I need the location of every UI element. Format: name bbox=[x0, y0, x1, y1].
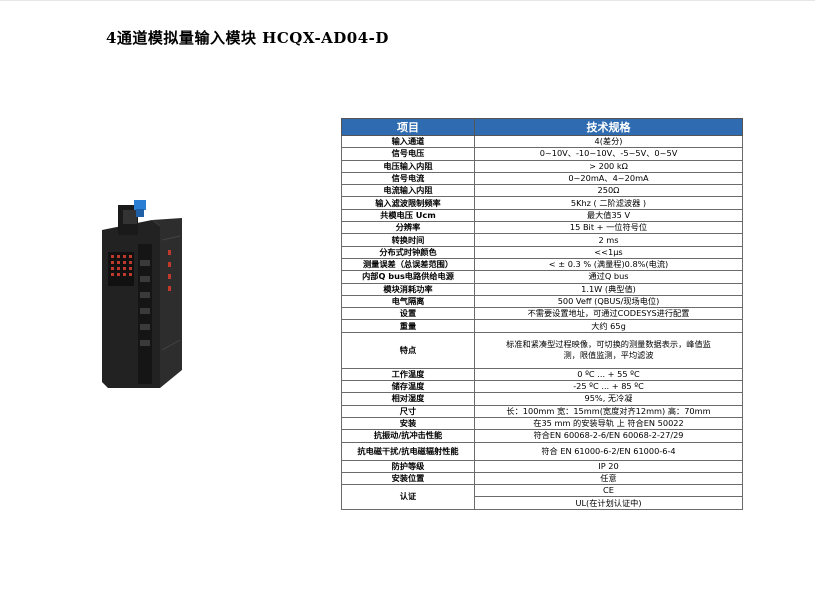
header-item: 项目 bbox=[341, 118, 475, 136]
row-key: 尺寸 bbox=[341, 404, 475, 418]
top-divider bbox=[0, 0, 815, 1]
row-value: 2 ms bbox=[474, 233, 743, 247]
row-key: 相对湿度 bbox=[341, 392, 475, 406]
row-value: 5Khz ( 二阶滤波器 ) bbox=[474, 196, 743, 210]
row-value: <<1μs bbox=[474, 245, 743, 259]
row-key: 电气隔离 bbox=[341, 294, 475, 309]
row-key: 信号电流 bbox=[341, 171, 475, 186]
row-key: 转换时间 bbox=[341, 233, 475, 247]
row-key: 模块消耗功率 bbox=[341, 282, 475, 296]
row-value: 不需要设置地址，可通过CODESYS进行配置 bbox=[474, 307, 743, 321]
table-row: 安装在35 mm 的安装导轨 上 符合EN 50022 bbox=[341, 416, 743, 431]
page-title: 4通道模拟量输入模块 HCQX-AD04-D bbox=[106, 29, 389, 47]
row-key: 分布式时钟颜色 bbox=[341, 245, 475, 259]
table-row: 内部Q bus电路供给电源通过Q bus bbox=[341, 270, 743, 284]
table-row: 分布式时钟颜色<<1μs bbox=[341, 245, 743, 259]
row-key: 储存温度 bbox=[341, 380, 475, 394]
row-value: IP 20 bbox=[474, 459, 743, 473]
row-value: 在35 mm 的安装导轨 上 符合EN 50022 bbox=[474, 416, 743, 431]
row-value: 250Ω bbox=[474, 184, 743, 198]
row-value: 0~20mA、4~20mA bbox=[474, 171, 743, 186]
row-value: 标准和紧凑型过程映像，可切换的测量数据表示，峰值监测，限值监测，平均滤波 bbox=[474, 331, 743, 369]
row-key: 认证 bbox=[341, 484, 475, 510]
table-row: 储存温度-25 ºC ... + 85 ºC bbox=[341, 380, 743, 394]
row-value: < ± 0.3 % (满量程)0.8%(电流) bbox=[474, 257, 743, 272]
table-row: 电压输入内阻> 200 kΩ bbox=[341, 159, 743, 173]
table-row: 设置不需要设置地址，可通过CODESYS进行配置 bbox=[341, 307, 743, 321]
row-value: 最大值35 V bbox=[474, 208, 743, 223]
row-value: 15 Bit + 一位符号位 bbox=[474, 221, 743, 235]
table-row: 测量误差（总误差范围）< ± 0.3 % (满量程)0.8%(电流) bbox=[341, 257, 743, 272]
row-key: 抗振动/抗冲击性能 bbox=[341, 429, 475, 443]
row-value: 符合 EN 61000-6-2/EN 61000-6-4 bbox=[474, 441, 743, 461]
row-value: 4(差分) bbox=[474, 134, 743, 149]
table-row: 安装位置任意 bbox=[341, 471, 743, 486]
row-key: 内部Q bus电路供给电源 bbox=[341, 270, 475, 284]
row-value: CE bbox=[474, 484, 743, 498]
row-value: 0~10V、-10~10V、-5~5V、0~5V bbox=[474, 147, 743, 161]
row-value: 通过Q bus bbox=[474, 270, 743, 284]
table-row: 抗电磁干扰/抗电磁辐射性能符合 EN 61000-6-2/EN 61000-6-… bbox=[341, 441, 743, 461]
row-key: 防护等级 bbox=[341, 459, 475, 473]
spec-table-header: 项目 技术规格 bbox=[341, 118, 743, 136]
row-value: 大约 65g bbox=[474, 319, 743, 333]
row-key: 输入通道 bbox=[341, 134, 475, 149]
row-key: 测量误差（总误差范围） bbox=[341, 257, 475, 272]
io-module-product-image bbox=[102, 200, 182, 388]
row-key: 电流输入内阻 bbox=[341, 184, 475, 198]
row-value: UL(在计划认证中) bbox=[474, 496, 743, 510]
row-key: 电压输入内阻 bbox=[341, 159, 475, 173]
row-value: 0 ºC ... + 55 ºC bbox=[474, 367, 743, 382]
row-key: 设置 bbox=[341, 307, 475, 321]
table-row: 抗振动/抗冲击性能符合EN 60068-2-6/EN 60068-2-27/29 bbox=[341, 429, 743, 443]
row-value: 长：100mm 宽：15mm(宽度对齐12mm) 高：70mm bbox=[474, 404, 743, 418]
table-row: 尺寸长：100mm 宽：15mm(宽度对齐12mm) 高：70mm bbox=[341, 404, 743, 418]
row-key: 输入滤波限制频率 bbox=[341, 196, 475, 210]
row-value: 1.1W (典型值) bbox=[474, 282, 743, 296]
row-key: 抗电磁干扰/抗电磁辐射性能 bbox=[341, 441, 475, 461]
row-key: 安装位置 bbox=[341, 471, 475, 486]
table-row: UL(在计划认证中) bbox=[342, 496, 743, 510]
row-key: 特点 bbox=[341, 331, 475, 369]
row-key: 信号电压 bbox=[341, 147, 475, 161]
table-row: 重量大约 65g bbox=[341, 319, 743, 333]
row-key: 分辨率 bbox=[341, 221, 475, 235]
row-value: > 200 kΩ bbox=[474, 159, 743, 173]
header-spec: 技术规格 bbox=[474, 118, 743, 136]
row-key: 工作温度 bbox=[341, 367, 475, 382]
row-value: -25 ºC ... + 85 ºC bbox=[474, 380, 743, 394]
row-value: 500 Veff (QBUS/现场电位) bbox=[474, 294, 743, 309]
row-key: 共模电压 Ucm bbox=[341, 208, 475, 223]
row-value: 95%, 无冷凝 bbox=[474, 392, 743, 406]
row-value: 任意 bbox=[474, 471, 743, 486]
table-row: 特点标准和紧凑型过程映像，可切换的测量数据表示，峰值监测，限值监测，平均滤波 bbox=[341, 331, 743, 369]
row-key: 重量 bbox=[341, 319, 475, 333]
row-key: 安装 bbox=[341, 416, 475, 431]
row-value: 符合EN 60068-2-6/EN 60068-2-27/29 bbox=[474, 429, 743, 443]
